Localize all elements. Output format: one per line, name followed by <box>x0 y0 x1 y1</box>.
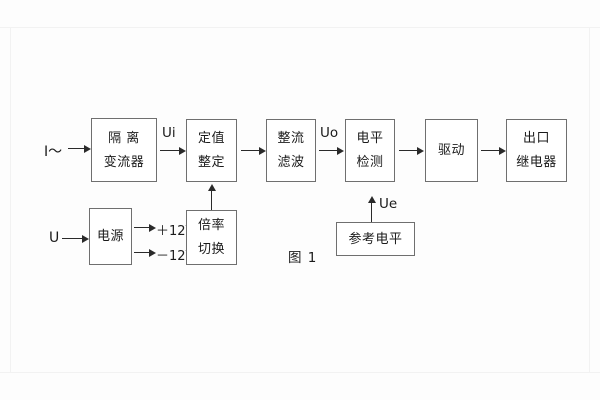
block-output-relay-line-1: 出口 <box>522 131 550 146</box>
block-setting-line-2: 整定 <box>197 155 225 170</box>
neg12v-line <box>134 252 149 253</box>
pos12v-line <box>134 227 149 228</box>
block-drive-line-1: 驱动 <box>437 143 465 158</box>
frame-left-line <box>10 27 11 373</box>
ui-line <box>160 150 179 151</box>
uo-arrowhead <box>337 147 344 155</box>
block-output-relay-line-2: 继电器 <box>516 155 557 170</box>
block-rectify-filter-line-2: 滤波 <box>277 155 305 170</box>
block-level-detect-line-1: 电平 <box>356 131 384 146</box>
block-ratio-switch-line-2: 切换 <box>197 242 225 257</box>
pos12v-label: ＋12V <box>156 224 195 239</box>
neg12v-label: －12V <box>156 249 195 264</box>
block-level-detect-line-2: 检测 <box>356 155 384 170</box>
drive-to-output-arrowhead <box>499 147 506 155</box>
level-detect-to-drive-arrowhead <box>417 147 424 155</box>
block-drive: 驱动 <box>425 119 478 182</box>
block-rectify-filter: 整流 滤波 <box>266 119 316 182</box>
block-rectify-filter-line-1: 整流 <box>277 131 305 146</box>
ratio-switch-to-setting-line <box>211 190 212 210</box>
block-setting: 定值 整定 <box>186 119 237 182</box>
level-detect-to-drive-line <box>399 150 417 151</box>
frame-top-line <box>0 27 600 28</box>
drive-to-output-line <box>481 150 499 151</box>
voltage-input-label: U <box>49 230 60 246</box>
setting-to-rectify-arrowhead <box>259 147 266 155</box>
reference-to-level-detect-line <box>371 202 372 222</box>
voltage-input-line <box>62 238 82 239</box>
block-isolation-ct-line-2: 变流器 <box>103 154 145 170</box>
uo-line <box>319 150 337 151</box>
block-ratio-switch-line-1: 倍率 <box>197 218 225 233</box>
current-input-label: I～ <box>44 144 63 160</box>
pos12v-arrowhead <box>149 224 156 232</box>
block-ratio-switch: 倍率 切换 <box>186 210 237 265</box>
block-reference-level: 参考电平 <box>336 222 415 256</box>
block-isolation-ct-line-1: 隔 离 <box>108 130 140 146</box>
block-output-relay: 出口 继电器 <box>506 119 567 182</box>
block-reference-level-line-1: 参考电平 <box>348 231 403 247</box>
signal-ui-label: Ui <box>162 125 176 141</box>
ui-arrowhead <box>179 147 186 155</box>
block-level-detect: 电平 检测 <box>345 119 395 182</box>
reference-to-level-detect-arrowhead <box>368 196 376 203</box>
frame-bottom-line <box>0 372 600 373</box>
block-isolation-ct: 隔 离 变流器 <box>91 118 157 182</box>
block-setting-line-1: 定值 <box>197 131 225 146</box>
frame-right-line <box>589 27 590 373</box>
signal-uo-label: Uo <box>320 125 339 141</box>
figure-caption: 图 1 <box>288 250 318 266</box>
current-input-arrowhead <box>84 145 91 153</box>
signal-ue-label: Ue <box>379 196 398 212</box>
block-power-supply: 电源 <box>89 208 132 265</box>
setting-to-rectify-line <box>241 150 259 151</box>
voltage-input-arrowhead <box>82 235 89 243</box>
neg12v-arrowhead <box>149 249 156 257</box>
ratio-switch-to-setting-arrowhead <box>208 184 216 191</box>
block-power-supply-line-1: 电源 <box>96 229 124 244</box>
current-input-line <box>68 148 84 149</box>
